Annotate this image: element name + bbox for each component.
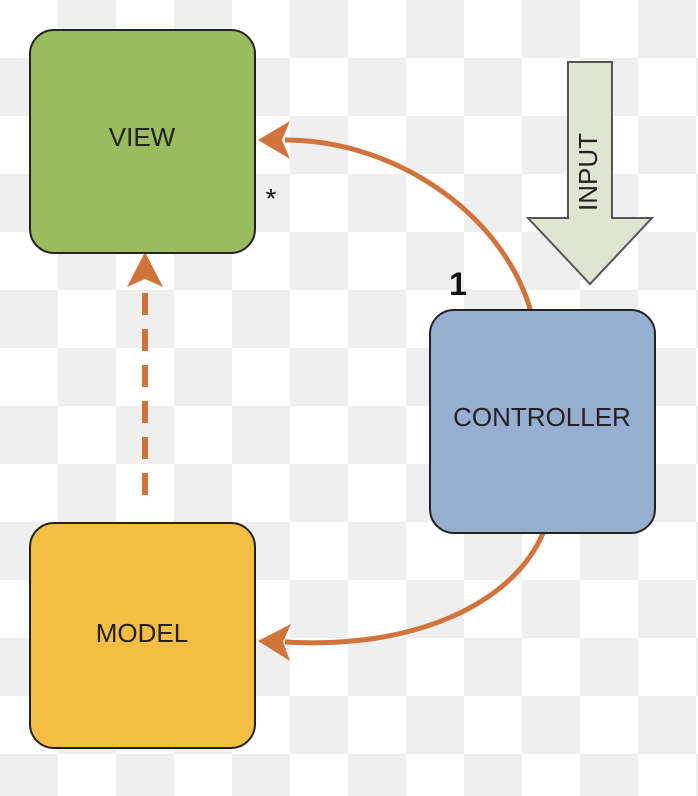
controller-to-model-connector — [258, 532, 546, 661]
controller-label: CONTROLLER — [453, 402, 631, 432]
model-box — [29, 522, 256, 749]
controller-to-view-connector — [258, 121, 536, 321]
input-arrow-shape — [525, 61, 655, 286]
view-node[interactable]: VIEW — [29, 29, 256, 254]
model-to-view-arrowhead — [127, 252, 163, 287]
input-arrow-label: INPUT — [573, 133, 603, 211]
controller-box — [429, 309, 656, 534]
input-arrow: INPUT — [525, 61, 655, 286]
model-label: MODEL — [96, 618, 188, 648]
model-node[interactable]: MODEL — [29, 522, 256, 749]
multiplicity-view-end: * — [266, 183, 277, 214]
multiplicity-controller-end: 1 — [449, 266, 467, 302]
view-label: VIEW — [109, 122, 176, 152]
model-to-view-connector — [127, 252, 163, 495]
view-box — [29, 29, 256, 254]
controller-node[interactable]: CONTROLLER — [429, 309, 656, 534]
controller-to-model-arrowhead — [258, 624, 291, 661]
controller-to-view-arrowhead — [258, 121, 290, 159]
controller-to-view-line — [284, 137, 536, 321]
controller-to-model-line — [284, 532, 546, 646]
